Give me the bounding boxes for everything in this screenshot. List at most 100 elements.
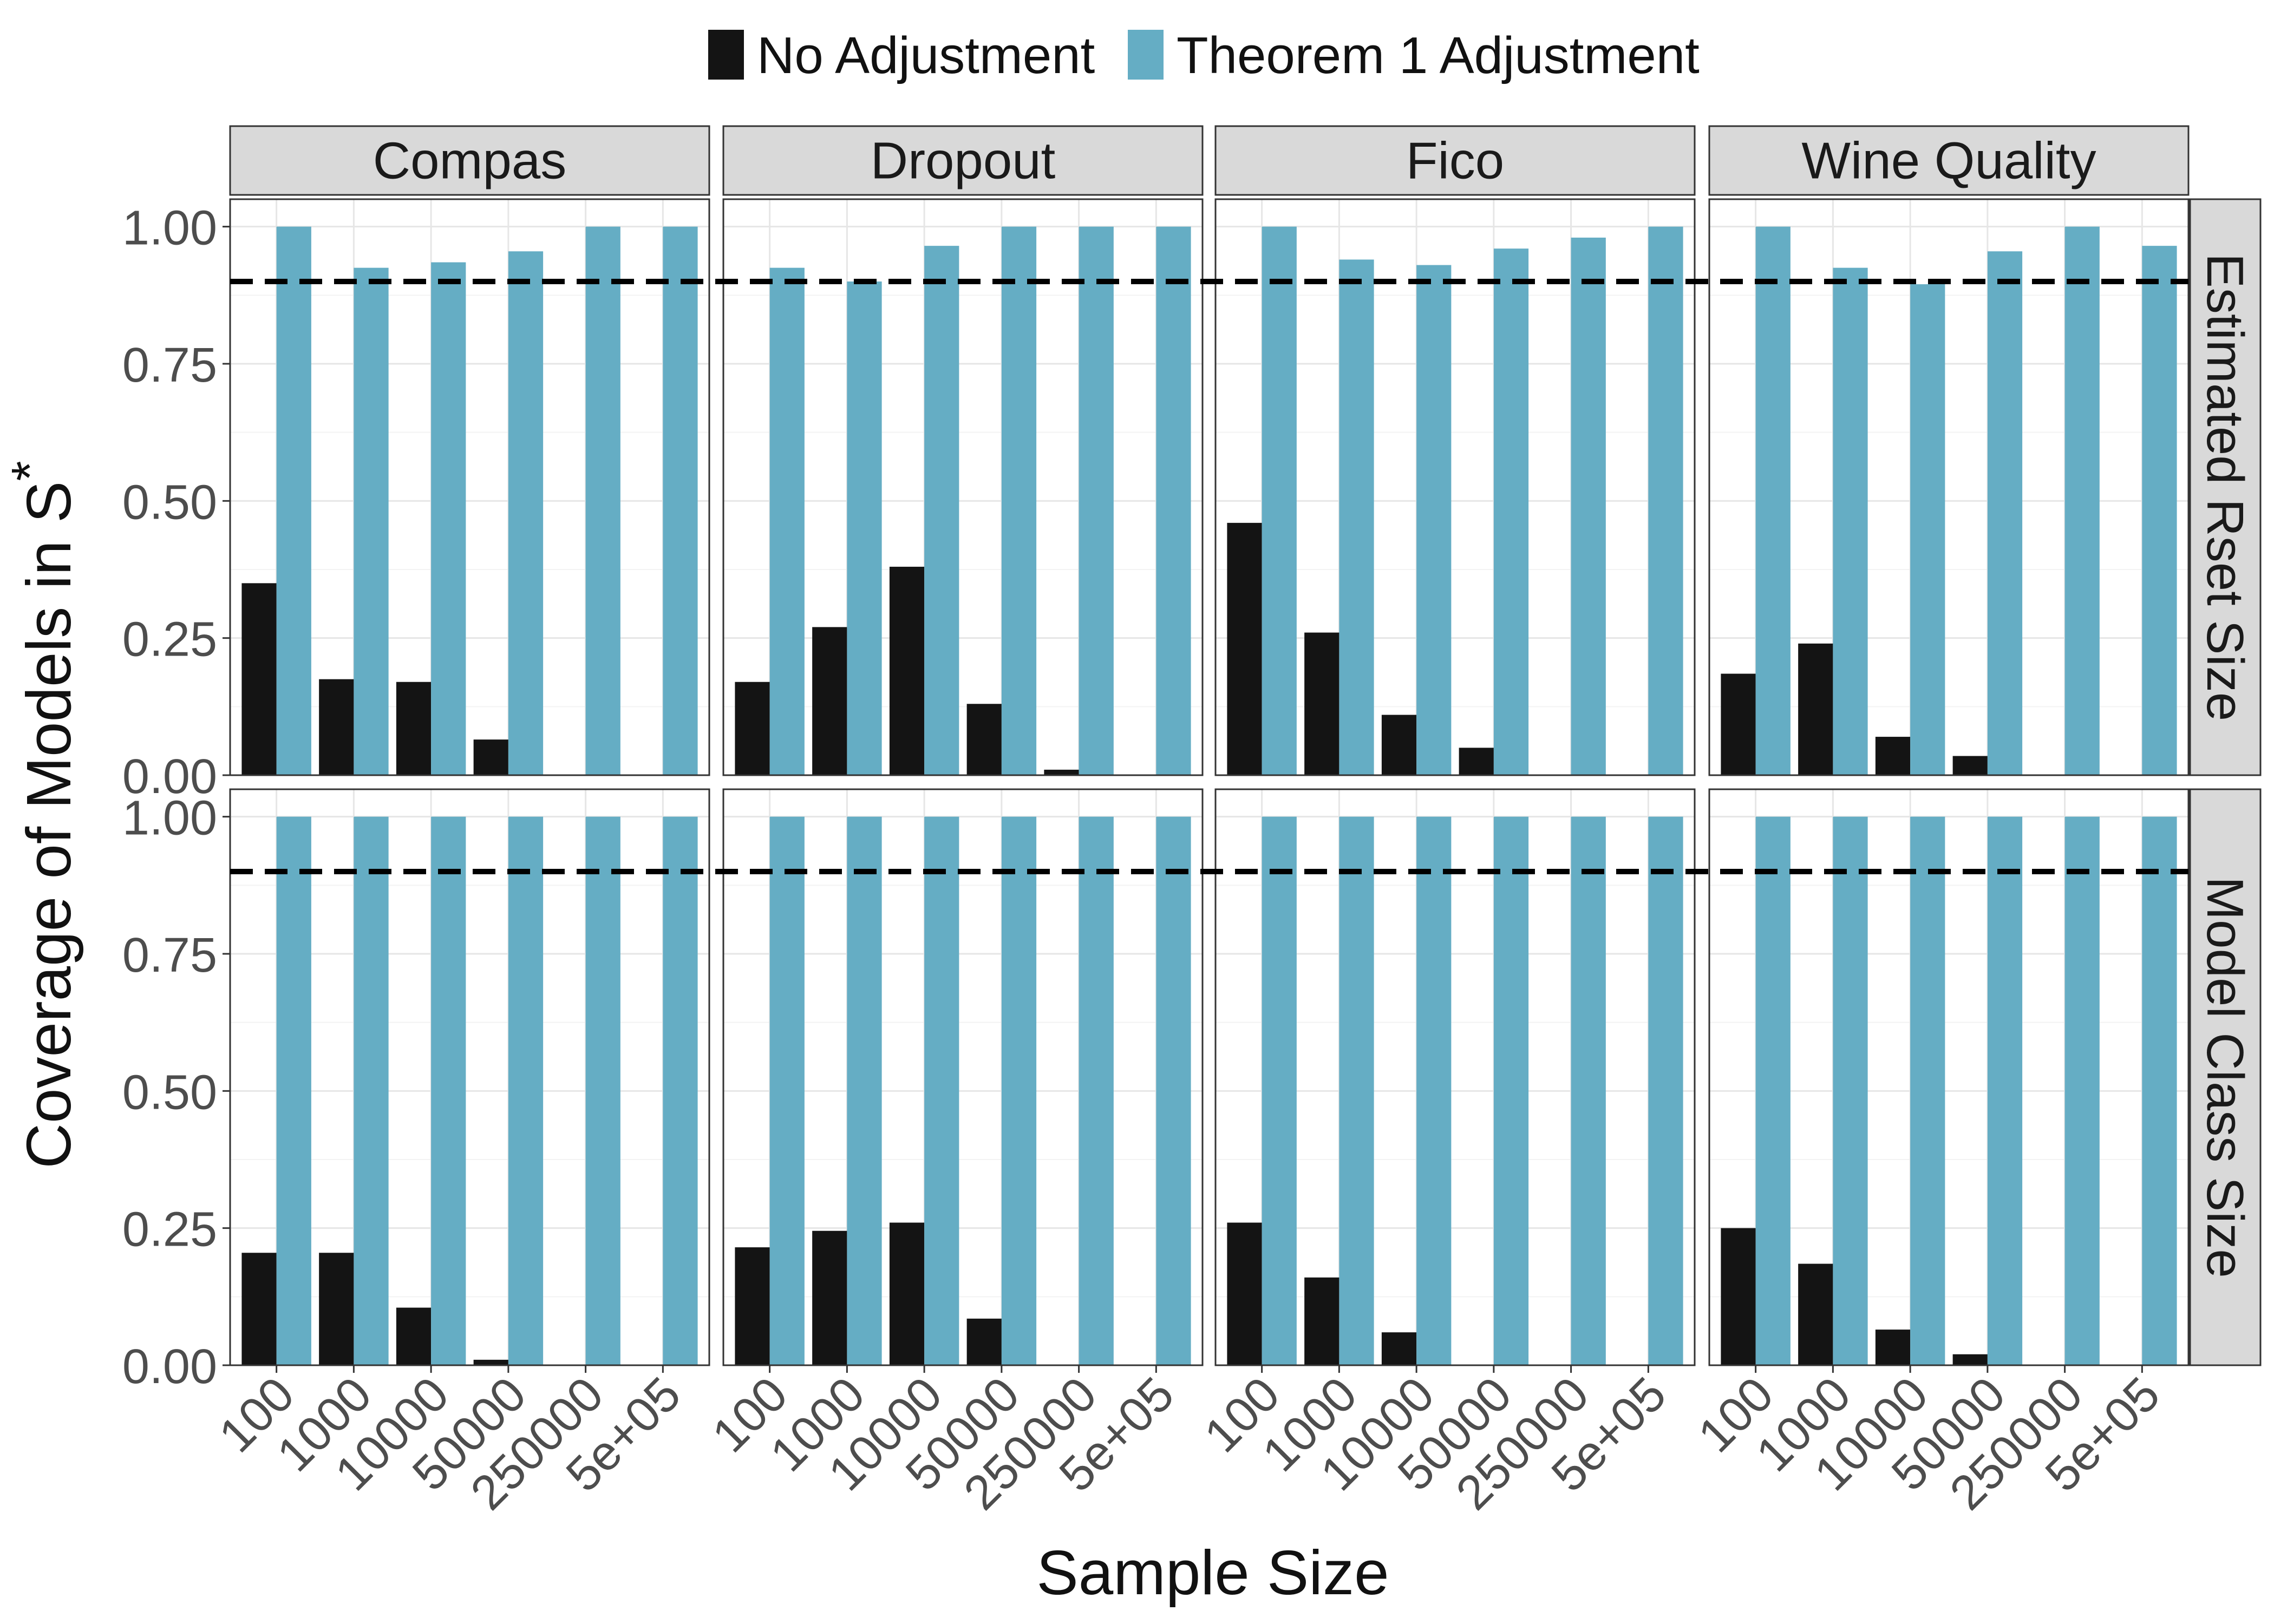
facet-label-wine-quality: Wine Quality [1801,132,2096,190]
facet-strip-wine-quality [1708,125,2190,196]
bar-theorem-1-adjustment-5e-05 [663,226,698,776]
y-tick-label: 0.50 [122,475,217,529]
panel-border [1214,198,1696,776]
bar-theorem-1-adjustment-1000 [1833,267,1868,776]
y-tick-label: 0.25 [122,1203,217,1257]
bar-theorem-1-adjustment-5e-05 [1156,226,1191,776]
bar-no-adjustment-100 [1721,1228,1756,1365]
panel-model-class-size-wine-quality [1708,788,2190,1366]
bar-theorem-1-adjustment-10000 [431,816,466,1365]
panel-model-class-size-fico [1214,788,1696,1366]
bar-no-adjustment-100 [241,1253,277,1365]
bar-no-adjustment-50000 [1952,1354,1988,1365]
bar-theorem-1-adjustment-250000 [2064,816,2100,1365]
panel-border [229,788,710,1366]
y-tick-label: 1.00 [122,791,217,846]
bar-no-adjustment-1000 [1304,1277,1339,1365]
panel-border [1214,788,1696,1366]
y-axis-title-text: Coverage of Models in S [14,481,84,1169]
y-tick-label: 1.00 [122,201,217,256]
bar-theorem-1-adjustment-1000 [847,281,882,775]
bar-theorem-1-adjustment-5e-05 [663,816,698,1365]
facet-strip-estimated-rset-size [2189,198,2262,776]
bar-no-adjustment-10000 [396,1307,432,1365]
panel-model-class-size-compas [229,788,710,1366]
bar-no-adjustment-100 [1721,673,1756,775]
bar-no-adjustment-1000 [319,679,354,775]
bar-no-adjustment-100 [1227,522,1262,775]
bar-theorem-1-adjustment-100 [1755,816,1791,1365]
bar-no-adjustment-10000 [1381,715,1417,775]
bar-theorem-1-adjustment-50000 [1987,251,2023,775]
bar-theorem-1-adjustment-50000 [508,816,544,1365]
bar-theorem-1-adjustment-10000 [1910,284,1945,775]
y-tick-label: 0.75 [122,338,217,392]
bar-theorem-1-adjustment-100 [1262,816,1297,1365]
bar-theorem-1-adjustment-50000 [1001,816,1037,1365]
bar-no-adjustment-1000 [1798,1263,1833,1365]
y-axis-title-superscript: * [1,461,59,481]
legend-label-no-adjustment: No Adjustment [757,27,1095,84]
bar-theorem-1-adjustment-250000 [585,226,620,776]
bar-no-adjustment-1000 [812,1230,847,1365]
panel-border [1708,788,2190,1366]
facet-strip-dropout [722,125,1204,196]
bar-theorem-1-adjustment-1000 [1833,816,1868,1365]
bar-theorem-1-adjustment-10000 [1416,265,1452,776]
panel-border [722,198,1204,776]
bar-no-adjustment-10000 [1381,1332,1417,1365]
bar-theorem-1-adjustment-50000 [1493,248,1529,775]
bar-theorem-1-adjustment-50000 [1987,816,2023,1365]
bar-theorem-1-adjustment-1000 [1339,259,1374,775]
facet-label-model-class-size: Model Class Size [2196,876,2254,1278]
legend-swatch-theorem-1-adjustment [1128,30,1164,80]
x-axis-title: Sample Size [1036,1537,1389,1608]
bar-theorem-1-adjustment-100 [276,226,311,776]
y-axis: 0.000.250.500.751.000.000.250.500.751.00 [122,201,230,1394]
bar-theorem-1-adjustment-1000 [354,267,389,776]
bar-no-adjustment-50000 [966,704,1002,775]
bar-theorem-1-adjustment-250000 [585,816,620,1365]
panel-border [722,788,1204,1366]
bar-theorem-1-adjustment-1000 [1339,816,1374,1365]
legend-label-theorem-1-adjustment: Theorem 1 Adjustment [1177,27,1700,84]
panel-border [1708,198,2190,776]
bar-theorem-1-adjustment-10000 [924,246,959,776]
bar-no-adjustment-10000 [1875,737,1911,775]
panel-model-class-size-dropout [722,788,1204,1366]
bar-no-adjustment-1000 [1798,643,1833,775]
bar-no-adjustment-50000 [473,739,508,775]
bar-no-adjustment-10000 [396,682,432,775]
legend: No Adjustment Theorem 1 Adjustment [708,27,1700,84]
panel-estimated-rset-size-compas [229,198,710,776]
facet-label-dropout: Dropout [871,132,1056,190]
bar-no-adjustment-100 [735,682,770,775]
panel-estimated-rset-size-fico [1214,198,1696,776]
facet-strip-model-class-size [2189,788,2262,1366]
y-tick-label: 0.75 [122,928,217,983]
bar-theorem-1-adjustment-10000 [1416,816,1452,1365]
y-axis-title: Coverage of Models in S* [1,461,84,1169]
bar-theorem-1-adjustment-100 [769,816,805,1365]
bar-no-adjustment-100 [1227,1222,1262,1365]
bar-theorem-1-adjustment-10000 [924,816,959,1365]
bar-theorem-1-adjustment-5e-05 [1648,226,1683,776]
facet-strip-fico [1214,125,1696,196]
bar-no-adjustment-1000 [319,1253,354,1365]
panel-estimated-rset-size-dropout [722,198,1204,776]
bar-theorem-1-adjustment-250000 [1571,816,1606,1365]
bar-theorem-1-adjustment-5e-05 [2142,246,2177,776]
legend-swatch-no-adjustment [708,30,744,80]
y-tick-label: 0.50 [122,1065,217,1119]
bar-theorem-1-adjustment-100 [276,816,311,1365]
bar-theorem-1-adjustment-250000 [1079,816,1114,1365]
bar-no-adjustment-10000 [889,566,925,775]
facet-label-compas: Compas [373,132,566,190]
bar-theorem-1-adjustment-100 [1262,226,1297,776]
bar-no-adjustment-100 [241,583,277,775]
bar-theorem-1-adjustment-10000 [1910,816,1945,1365]
y-tick-label: 0.00 [122,750,217,804]
bar-theorem-1-adjustment-50000 [1001,226,1037,776]
bar-theorem-1-adjustment-250000 [2064,226,2100,776]
